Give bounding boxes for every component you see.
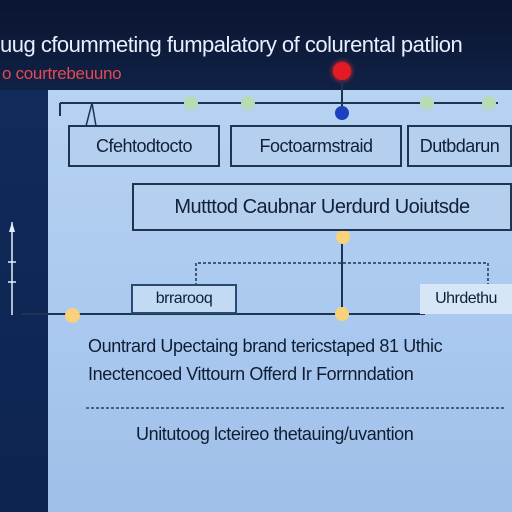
page-subtitle: o courtrebeuuno	[2, 64, 122, 83]
middle-box[interactable]: Mutttod Caubnar Uerdurd Uoiutsde	[132, 183, 512, 231]
body-line-2: Inectencoed Vittourn Offerd Ir Forrnndat…	[88, 364, 414, 384]
top-box-1[interactable]: Cfehtodtocto	[68, 125, 220, 167]
node-dot	[335, 307, 349, 321]
node-dot	[336, 230, 350, 244]
dotted-bracket	[195, 262, 489, 286]
side-axis-arrow	[9, 222, 15, 232]
body-line-1: Ountrard Upectaing brand tericstaped 81 …	[88, 336, 443, 356]
left-small-box[interactable]: brrarooq	[131, 284, 237, 314]
top-box-2[interactable]: Foctoarmstraid	[230, 125, 402, 167]
node-dot	[335, 106, 349, 120]
side-panel	[0, 90, 48, 512]
node-dot	[241, 96, 255, 110]
top-rail-branch	[85, 102, 97, 127]
node-dot	[482, 96, 496, 110]
node-dot	[420, 96, 434, 110]
node-dot	[184, 96, 198, 110]
node-dot	[65, 308, 80, 323]
top-box-3[interactable]: Dutbdarun	[407, 125, 512, 167]
right-label-box: Uhrdethu	[420, 284, 512, 314]
page-title: uug cfoummeting fumpalatory of colurenta…	[0, 32, 463, 57]
red-marker-dot	[333, 62, 351, 80]
footer-line: Unitutoog lcteireo thetauing/uvantion	[136, 424, 414, 444]
